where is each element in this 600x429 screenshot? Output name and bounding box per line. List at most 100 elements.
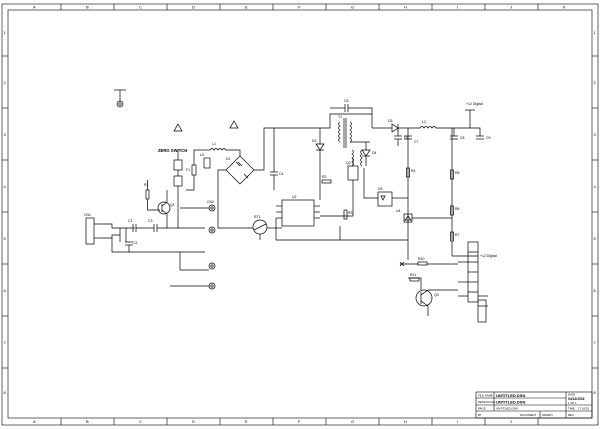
title-block-design-value: UNTITLED.DSN [496,400,525,405]
c2-label: C2 [133,241,138,245]
row-label: 4 [4,184,7,189]
u1-label: U1 [200,153,205,157]
f1-label: F1 [186,168,190,172]
col-label: C [139,419,142,424]
col-label: D [192,419,195,424]
col-label: D [192,5,195,10]
connector-block-right [467,241,479,303]
column-letters-top: A B C D E F G H I J K [33,5,566,10]
d2-label: D2 [312,139,317,143]
column-ticks-top [60,4,539,10]
r7-label: R7 [455,233,460,237]
inductor-l2: L2 [419,120,437,129]
capacitor-c4: C4 [270,171,284,176]
row-label: 6 [4,288,7,293]
connector-bottom-1 [208,262,216,270]
transistor-q1: Q1 [157,201,175,215]
warning-icon [229,120,239,129]
col-label: H [404,419,407,424]
t1-label: T1 [338,115,342,119]
capacitor-c3: C3 [148,219,158,232]
regulator-u4: U4 [396,209,413,223]
resistor-r11: R11 [409,273,420,282]
plus12v-mid-label: +12 Digital [480,254,497,258]
d1-label: D1 [226,157,231,161]
resistor-r3: R3 [343,209,353,220]
col-label: F [298,5,301,10]
capacitor-c9: C9 [476,135,491,140]
title-block-date-label: DATE [568,393,575,397]
c6-label: C6 [404,136,409,140]
d3-label: D3 [388,119,393,123]
connector-cn1: CN1 [84,213,100,245]
c7-label: C7 [414,140,419,144]
u3-label: U3 [378,187,383,191]
title-block-sheet-of: 1 OF 1 [568,401,577,405]
title-block-file-label: FILE NAME [478,394,493,398]
col-label: K [563,5,566,10]
transformer-t1: T1 [338,115,352,148]
c5-label: C5 [344,99,349,103]
title-block-date-value: 04/12/2016 [568,397,585,401]
title-block-rev-label: REV [568,413,574,417]
title-block-time-label: TIME [568,407,575,411]
u4-label: U4 [396,209,401,213]
col-label: F [298,419,301,424]
col-label: E [245,419,248,424]
col-label: C [139,5,142,10]
diode-d3: D3 [388,119,399,133]
title-block-page-value: UNTITLED.DSN [496,407,518,411]
component-u1: U1 [200,153,211,169]
r10-label: R10 [418,257,424,261]
capacitor-c1: C1 [128,219,137,232]
col-label: G [351,419,354,424]
col-label: H [404,5,407,10]
row-label: 8 [594,390,597,395]
diode-d2: D2 [312,139,325,151]
bridge-rectifier-d1: D1 [225,155,255,185]
q1-label: Q1 [170,203,175,207]
connector-cn3 [208,226,216,234]
l1-label: L1 [212,142,216,146]
title-block: FILE NAME UNTITLED.DSN DESIGN FILE UNTIT… [475,391,593,419]
r6-label: R6 [455,207,460,211]
row-label: 2 [4,80,7,85]
warning-icon [173,123,183,132]
transistor-q2: Q2 [346,161,359,181]
inductor-l1: L1 [209,142,227,151]
col-label: G [351,5,354,10]
r2-label: R2 [322,175,327,179]
column-ticks-bottom [60,418,539,425]
col-label: B [86,419,89,424]
resistor-r6: R6 [450,205,460,216]
zero-switch-block: ZERO SWITCH [158,148,187,228]
row-label: 1 [4,30,7,35]
connector-bottom-2 [208,282,216,290]
title-block-file-value: UNTITLED.DSN [496,393,525,398]
title-block-time-value: 17:18:35 [578,407,589,411]
rt1-label: RT1 [254,215,261,219]
col-label: J [510,5,512,10]
q2-label: Q2 [346,161,351,165]
title-block-drawn-label: DRAWN [542,413,552,417]
q3-label: Q3 [434,293,439,297]
capacitor-c5: C5 [344,99,349,112]
resistor-r4: R4 [406,167,416,178]
r4-label: R4 [411,169,416,173]
col-label: A [33,5,36,10]
d4-label: D4 [372,151,377,155]
thermistor-rt1: RT1 [252,215,268,235]
resistor-r10: R10 [417,257,428,266]
col-label: I [457,5,458,10]
r3-label: R3 [348,211,353,215]
connector-block-right-lower [477,299,487,323]
row-label: 7 [4,340,7,345]
row-label: 3 [594,132,597,137]
title-block-page-label: PAGE [478,407,486,411]
row-label: 5 [4,236,7,241]
ground-symbol-top-left [114,89,126,108]
connector-cn2: CN2 [207,200,216,212]
col-label: B [86,5,89,10]
c4-label: C4 [279,172,284,176]
r5-label: R5 [455,171,460,175]
